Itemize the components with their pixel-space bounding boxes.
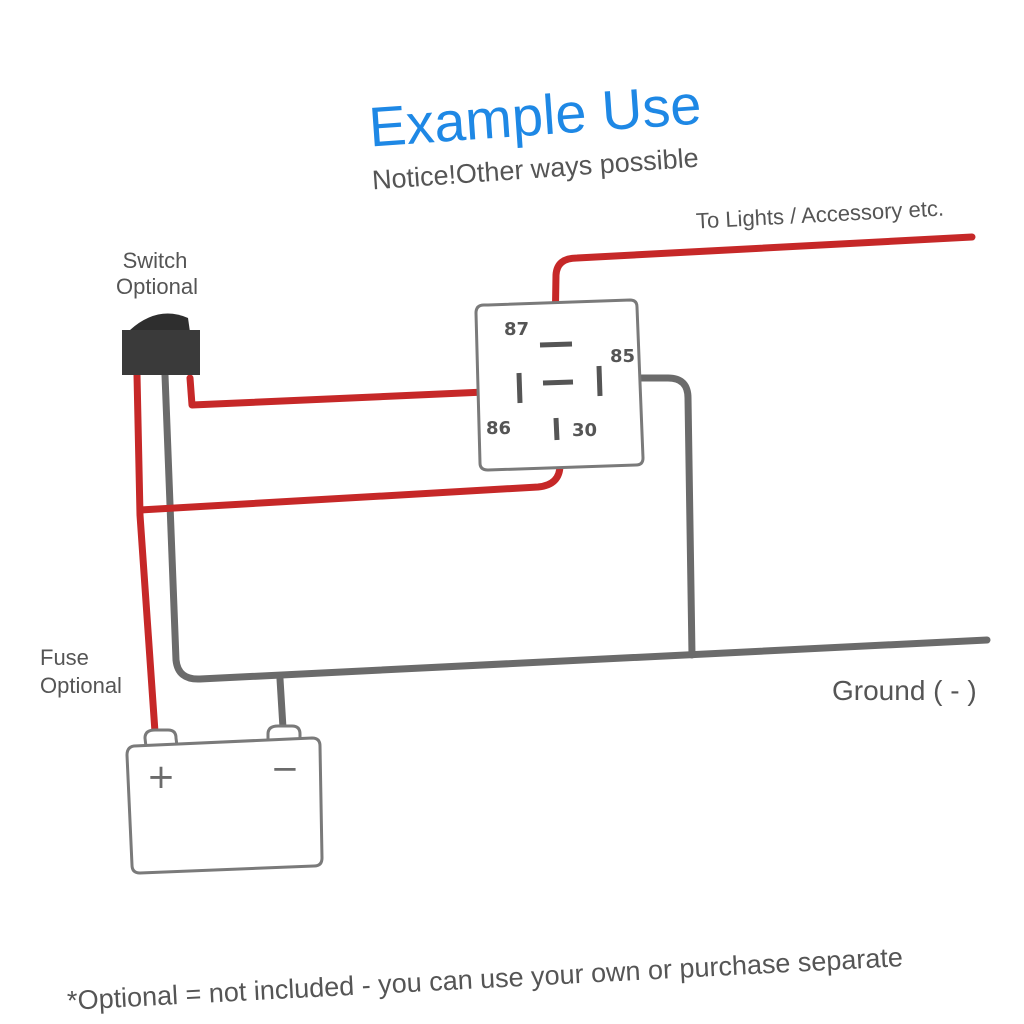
relay-pin-85: 85 <box>610 346 635 367</box>
ground-wires <box>161 371 991 732</box>
relay: 87 85 86 30 <box>474 298 645 472</box>
battery-positive-wire <box>133 371 159 736</box>
relay-body <box>474 298 645 472</box>
relay-pin-30: 30 <box>572 420 597 441</box>
ground-relay-85-wire <box>601 374 696 659</box>
ground-main-wire <box>161 371 991 683</box>
relay-87-to-lights-wire <box>551 233 976 339</box>
relay-contact-85 <box>596 365 603 397</box>
relay-contact-30 <box>553 417 560 441</box>
battery: + − <box>125 724 324 875</box>
footnote: *Optional = not included - you can use y… <box>66 942 903 1016</box>
battery-positive-terminal <box>143 728 179 749</box>
switch <box>122 313 200 375</box>
relay-pin-86: 86 <box>486 418 511 439</box>
fuse-optional-label: Optional <box>40 673 122 698</box>
relay-contact-86 <box>516 372 523 404</box>
switch-to-86-wire <box>186 374 489 409</box>
to-lights-label: To Lights / Accessory etc. <box>695 196 944 234</box>
relay-contact-center <box>542 379 574 386</box>
relay-pin-87: 87 <box>504 319 529 340</box>
battery-negative-symbol: − <box>271 749 300 789</box>
fuse-label: Fuse <box>40 645 89 670</box>
switch-rocker <box>130 313 190 332</box>
switch-body <box>122 330 200 375</box>
ground-battery-wire <box>276 675 287 732</box>
ground-label: Ground ( - ) <box>832 675 977 706</box>
battery-positive-symbol: + <box>147 757 176 797</box>
switch-optional-label: Optional <box>116 274 198 299</box>
switch-label: Switch <box>123 248 188 273</box>
relay-contact-87 <box>539 341 573 348</box>
battery-body <box>125 736 324 875</box>
